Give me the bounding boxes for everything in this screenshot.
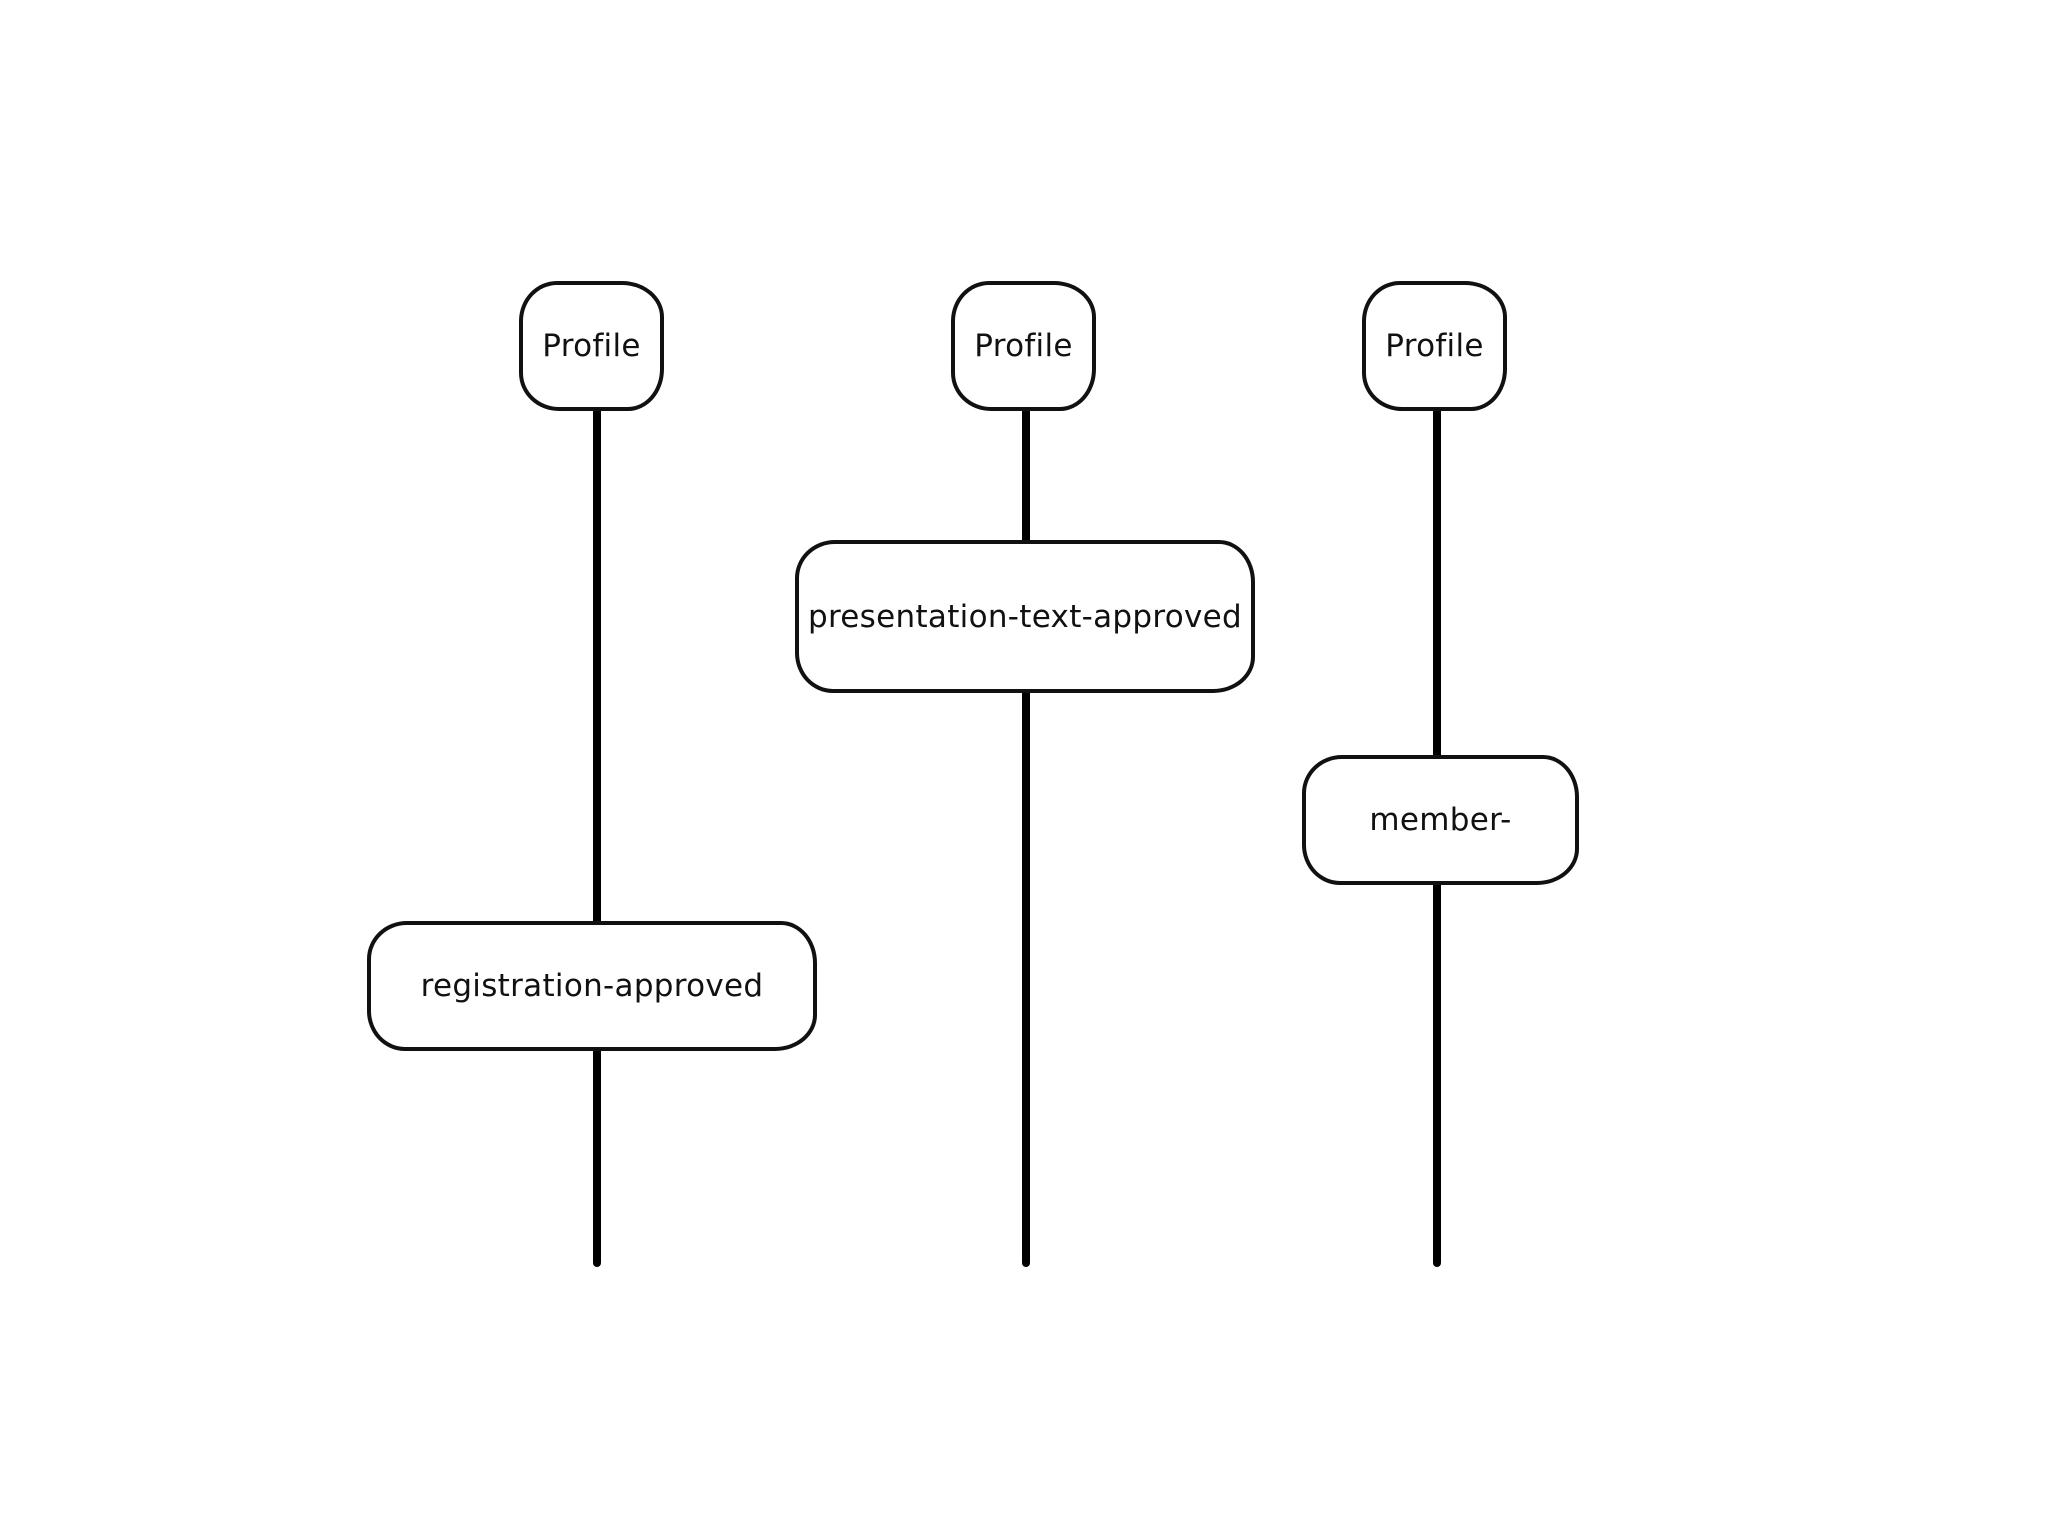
lifeline-1-header: Profile (519, 281, 664, 411)
lifeline-1-state-label: registration-approved (420, 968, 764, 1004)
lifeline-2-header-label: Profile (974, 328, 1073, 364)
lifeline-3-header: Profile (1362, 281, 1507, 411)
lifeline-2-state-label: presentation-text-approved (807, 598, 1243, 635)
lifeline-3-state-label: member- (1369, 802, 1512, 838)
lifeline-2-state: presentation-text-approved (795, 540, 1255, 693)
lifeline-2 (1022, 405, 1030, 1267)
lifeline-1 (593, 405, 601, 1267)
lifeline-3-header-label: Profile (1385, 328, 1484, 364)
lifeline-2-header: Profile (951, 281, 1096, 411)
lifeline-1-header-label: Profile (542, 328, 641, 364)
lifeline-1-state: registration-approved (367, 921, 817, 1051)
lifeline-3-state: member- (1302, 755, 1579, 885)
